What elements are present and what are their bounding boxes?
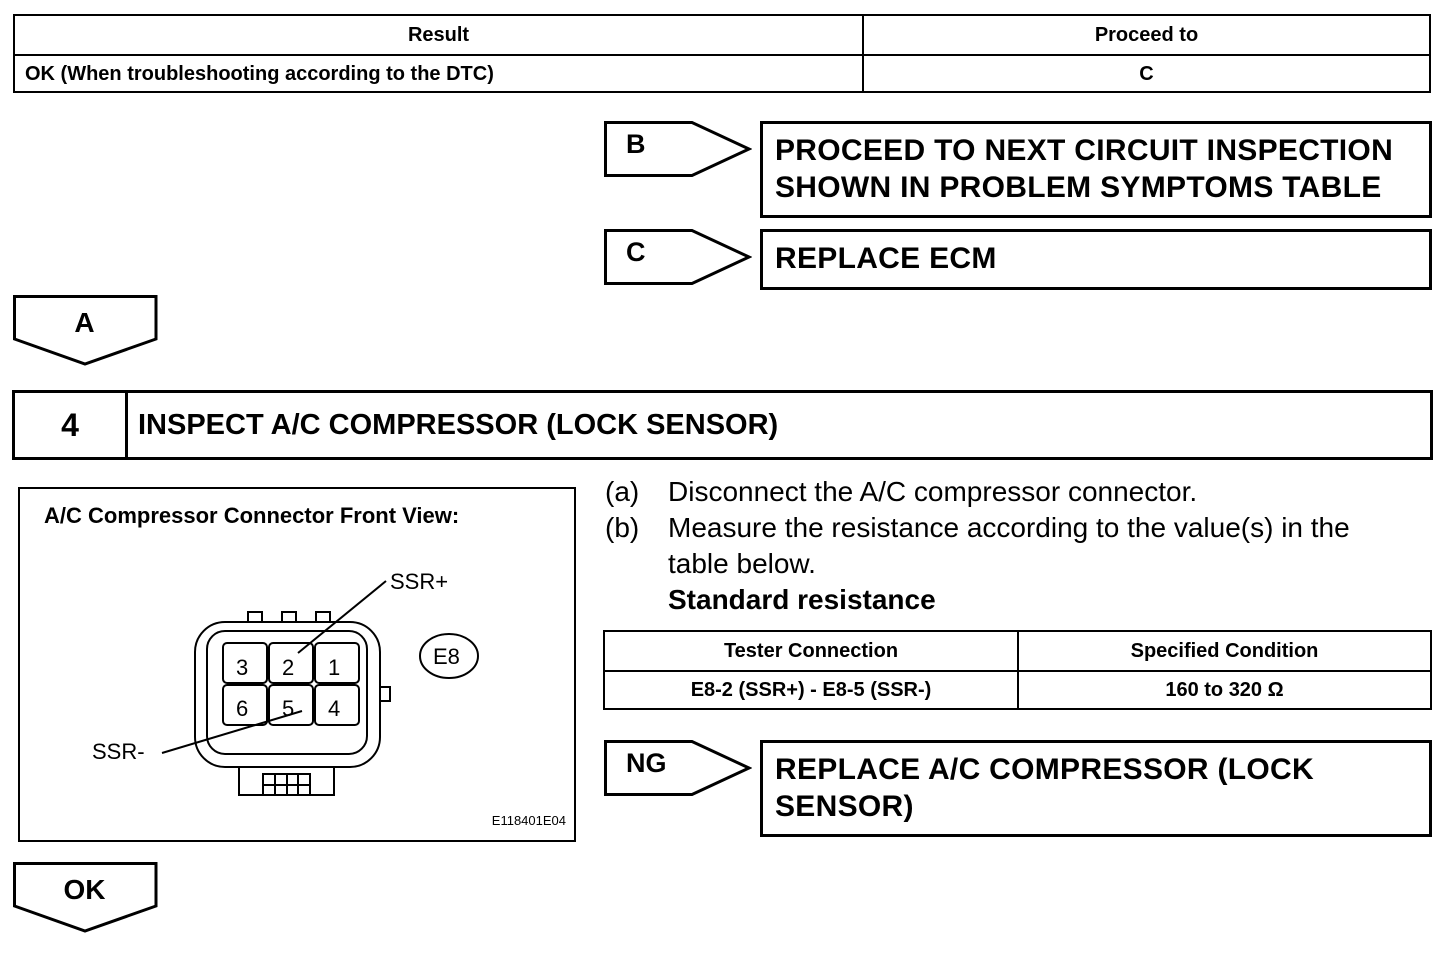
instruction-text-continued: table below. (668, 548, 816, 579)
illustration-title: A/C Compressor Connector Front View: (44, 503, 460, 528)
tester-connection-cell: E8-2 (SSR+) - E8-5 (SSR-) (605, 671, 1019, 709)
branch-b-arrow: B (604, 121, 752, 177)
result-table-header-row: Result Proceed to (15, 16, 1429, 56)
step-title: INSPECT A/C COMPRESSOR (LOCK SENSOR) (138, 408, 779, 441)
figure-code: E118401E04 (491, 813, 566, 828)
terminal-3: 3 (236, 655, 249, 680)
instruction-text: Disconnect the A/C compressor connector. (668, 476, 1198, 507)
instruction-text: Measure the resistance according to the … (668, 512, 1350, 543)
tester-connection-header: Tester Connection (605, 632, 1019, 670)
branch-ng-action-box: REPLACE A/C COMPRESSOR (LOCK SENSOR) (760, 740, 1432, 837)
down-arrow-a: A (13, 295, 159, 367)
instruction-a: (a) Disconnect the A/C compressor connec… (605, 474, 1435, 510)
down-arrow-icon (13, 862, 158, 933)
step-header: 4 INSPECT A/C COMPRESSOR (LOCK SENSOR) (12, 390, 1433, 460)
proceed-cell: C (1139, 62, 1154, 85)
specified-condition-header: Specified Condition (1130, 639, 1319, 662)
connector-drawing-icon (161, 580, 479, 796)
right-arrow-icon (604, 229, 752, 285)
instruction-marker: (a) (605, 476, 640, 507)
down-arrow-ok: OK (13, 862, 159, 934)
result-table: Result Proceed to OK (When troubleshooti… (13, 14, 1431, 93)
table-row: E8-2 (SSR+) - E8-5 (SSR-) 160 to 320 Ω (605, 671, 1430, 709)
branch-c-arrow: C (604, 229, 752, 285)
branch-label: B (626, 129, 646, 159)
instruction-b: (b) Measure the resistance according to … (605, 510, 1435, 582)
standard-resistance-label: Standard resistance (668, 584, 936, 615)
terminal-4: 4 (328, 696, 341, 721)
proceed-to-header: Proceed to (1094, 23, 1199, 46)
step-number: 4 (15, 393, 128, 457)
ssr-minus-label: SSR- (92, 739, 145, 764)
branch-ng-arrow: NG (604, 740, 752, 796)
connector-illustration: A/C Compressor Connector Front View: (18, 487, 576, 842)
ssr-plus-label: SSR+ (390, 569, 449, 594)
spec-table: Tester Connection Specified Condition E8… (603, 630, 1432, 710)
branch-b-action-box: PROCEED TO NEXT CIRCUIT INSPECTION SHOWN… (760, 121, 1432, 218)
right-arrow-icon (604, 740, 752, 796)
terminal-1: 1 (328, 655, 341, 680)
result-cell: OK (When troubleshooting according to th… (15, 55, 864, 93)
right-arrow-icon (604, 121, 752, 177)
down-arrow-label: OK (63, 874, 106, 905)
branch-c-action-box: REPLACE ECM (760, 229, 1432, 290)
down-arrow-label: A (74, 307, 95, 338)
instructions: (a) Disconnect the A/C compressor connec… (605, 474, 1435, 624)
terminal-5: 5 (282, 696, 295, 721)
result-header: Result (15, 16, 864, 54)
spec-table-header-row: Tester Connection Specified Condition (605, 632, 1430, 672)
specified-condition-cell: 160 to 320 Ω (1165, 678, 1284, 701)
terminal-2: 2 (282, 655, 295, 680)
branch-label: C (626, 237, 646, 267)
instruction-marker: (b) (605, 512, 640, 543)
down-arrow-icon (13, 295, 158, 366)
connector-id-label: E8 (433, 644, 460, 669)
branch-label: NG (626, 748, 667, 778)
table-row: OK (When troubleshooting according to th… (15, 55, 1429, 93)
terminal-6: 6 (236, 696, 249, 721)
